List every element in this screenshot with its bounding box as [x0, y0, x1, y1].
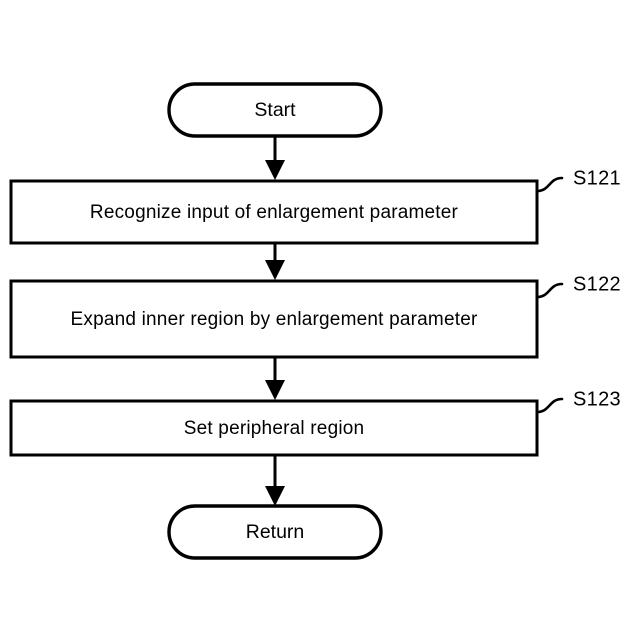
s121-box-shape: [9, 179, 539, 245]
s122-leader-line: [535, 282, 564, 299]
return-label: Return: [246, 521, 305, 543]
node-return[interactable]: Return: [167, 504, 383, 560]
return-terminal-shape: [167, 504, 383, 560]
s123-label: Set peripheral region: [184, 418, 365, 439]
s121-step-text: S121: [573, 167, 621, 189]
s122-label: Expand inner region by enlargement param…: [71, 309, 478, 330]
node-s121[interactable]: Recognize input of enlargement parameter: [9, 179, 539, 245]
s121-label: Recognize input of enlargement parameter: [90, 202, 459, 223]
s121-leader-line: [535, 176, 564, 193]
connector-s122-to-s123: [265, 357, 285, 400]
step-label-s123: S123: [535, 388, 621, 414]
s123-leader-line: [535, 397, 564, 414]
s123-box-shape: [9, 399, 539, 457]
s123-step-text: S123: [573, 388, 621, 410]
node-s123[interactable]: Set peripheral region: [9, 399, 539, 457]
step-label-s122: S122: [535, 273, 621, 299]
connector-start-to-s121: [265, 136, 285, 180]
arrow-head-icon: [265, 486, 285, 506]
arrow-head-icon: [265, 380, 285, 400]
connector-s121-to-s122: [265, 243, 285, 280]
connector-s123-to-return: [265, 455, 285, 506]
s122-step-text: S122: [573, 273, 621, 295]
arrow-head-icon: [265, 260, 285, 280]
node-s122[interactable]: Expand inner region by enlargement param…: [9, 279, 539, 359]
start-label: Start: [254, 99, 296, 121]
node-start[interactable]: Start: [167, 82, 383, 138]
step-label-s121: S121: [535, 167, 621, 193]
arrow-head-icon: [265, 160, 285, 180]
